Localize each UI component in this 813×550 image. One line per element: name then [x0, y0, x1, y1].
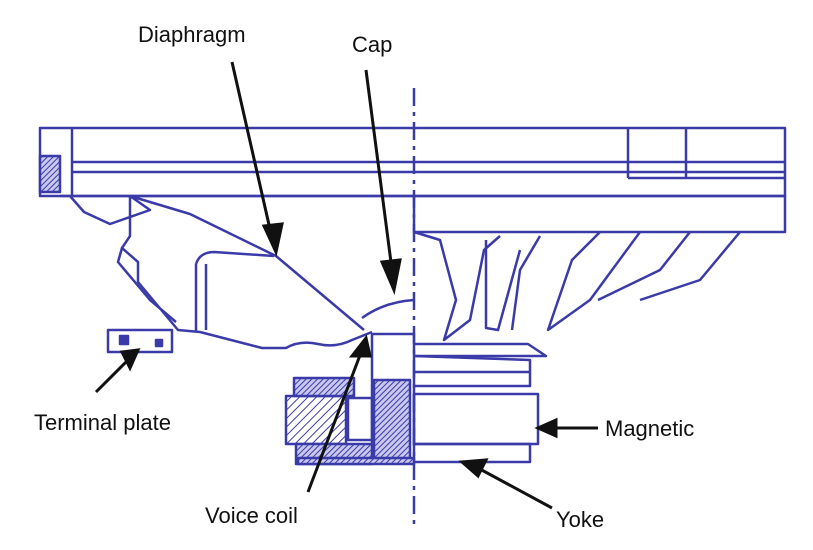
terminal-plate-leader [94, 356, 132, 394]
label-terminal-plate: Terminal plate [34, 410, 171, 435]
dust-cap [361, 298, 415, 320]
basket-left [60, 194, 201, 334]
voice-coil-leader [306, 349, 364, 493]
rim-clip [38, 154, 62, 194]
label-voice-coil: Voice coil [205, 503, 298, 528]
label-magnetic: Magnetic [605, 416, 695, 441]
basket-right-top [412, 194, 787, 234]
yoke-leader [477, 466, 553, 510]
label-yoke: Yoke [556, 507, 605, 532]
magnet-left [284, 394, 348, 446]
magnet-right [412, 392, 540, 446]
yoke-right [414, 442, 532, 464]
diaphragm-cone [129, 194, 414, 331]
diaphragm-leader [230, 61, 274, 239]
label-diaphragm: Diaphragm [138, 22, 246, 47]
terminal-plate-part [106, 328, 174, 354]
label-cap: Cap [352, 32, 393, 57]
cap-leader [364, 69, 394, 271]
